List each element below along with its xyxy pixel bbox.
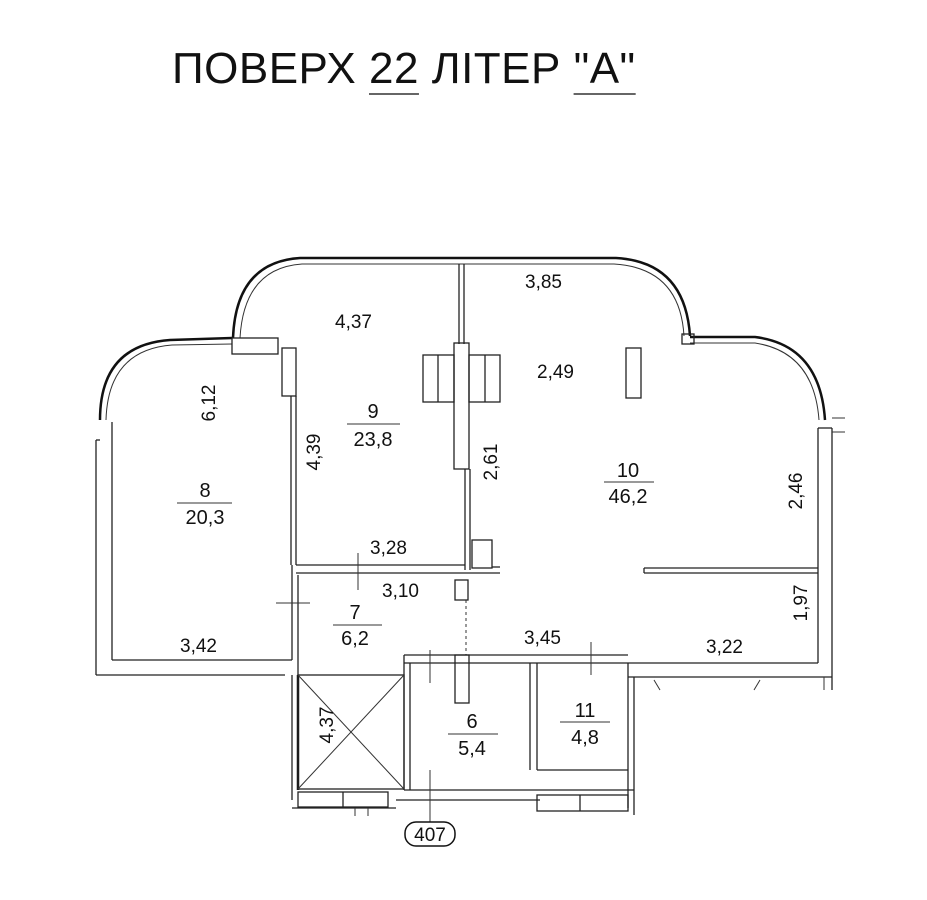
wall-9-7 [296, 553, 500, 590]
partition-10-inner [643, 567, 818, 574]
lower-walls [403, 642, 761, 815]
svg-text:3,22: 3,22 [706, 637, 743, 658]
svg-text:3,28: 3,28 [370, 538, 407, 559]
exterior-walls [98, 256, 827, 421]
elevator-shaft [291, 674, 405, 816]
right-wall [628, 417, 845, 690]
svg-text:3,42: 3,42 [180, 636, 217, 657]
svg-text:23,8: 23,8 [354, 429, 393, 451]
svg-text:407: 407 [414, 825, 446, 846]
svg-text:46,2: 46,2 [609, 486, 648, 508]
title-floor-number: 22 [369, 44, 419, 93]
svg-text:4,37: 4,37 [317, 707, 338, 744]
bottom-walls [396, 770, 634, 825]
svg-text:4,8: 4,8 [571, 727, 599, 749]
svg-text:10: 10 [617, 460, 639, 482]
svg-text:1,97: 1,97 [791, 585, 812, 622]
svg-text:6: 6 [466, 711, 477, 733]
svg-text:3,10: 3,10 [382, 581, 419, 602]
column-room-10 [625, 347, 642, 399]
title-middle: ЛІТЕР [431, 44, 561, 93]
svg-text:3,45: 3,45 [524, 628, 561, 649]
title-prefix: ПОВЕРХ [172, 44, 357, 93]
svg-text:3,85: 3,85 [525, 272, 562, 293]
svg-text:2,46: 2,46 [786, 473, 807, 510]
room-11-label: 11 4,8 [560, 700, 610, 749]
svg-text:2,49: 2,49 [537, 362, 574, 383]
svg-text:8: 8 [199, 480, 210, 502]
svg-text:6,12: 6,12 [199, 385, 220, 422]
room-10-label: 10 46,2 [604, 460, 654, 508]
room-8-label: 8 20,3 [177, 480, 232, 529]
svg-text:20,3: 20,3 [186, 507, 225, 529]
room-9-label: 9 23,8 [347, 401, 400, 451]
svg-text:11: 11 [575, 700, 596, 722]
room-7-boundary [454, 579, 469, 655]
svg-text:4,39: 4,39 [304, 434, 325, 471]
dimension-labels: 4,37 3,85 2,49 6,12 4,39 2,61 2,46 3,28 … [180, 272, 812, 743]
apartment-number-badge: 407 [404, 821, 456, 847]
svg-text:7: 7 [349, 602, 360, 624]
room-7-label: 7 6,2 [333, 602, 382, 650]
svg-text:6,2: 6,2 [341, 628, 369, 650]
partition-9-10 [422, 264, 501, 570]
svg-text:4,37: 4,37 [335, 312, 372, 333]
partition-8-9 [276, 347, 310, 675]
left-wall [95, 422, 292, 676]
svg-text:2,61: 2,61 [481, 444, 502, 481]
title-letter: "А" [573, 44, 636, 93]
svg-text:5,4: 5,4 [458, 738, 486, 760]
floor-plan-title: ПОВЕРХ 22 ЛІТЕР "А" [172, 44, 636, 94]
svg-text:9: 9 [367, 401, 378, 423]
room-6-label: 6 5,4 [448, 711, 498, 760]
